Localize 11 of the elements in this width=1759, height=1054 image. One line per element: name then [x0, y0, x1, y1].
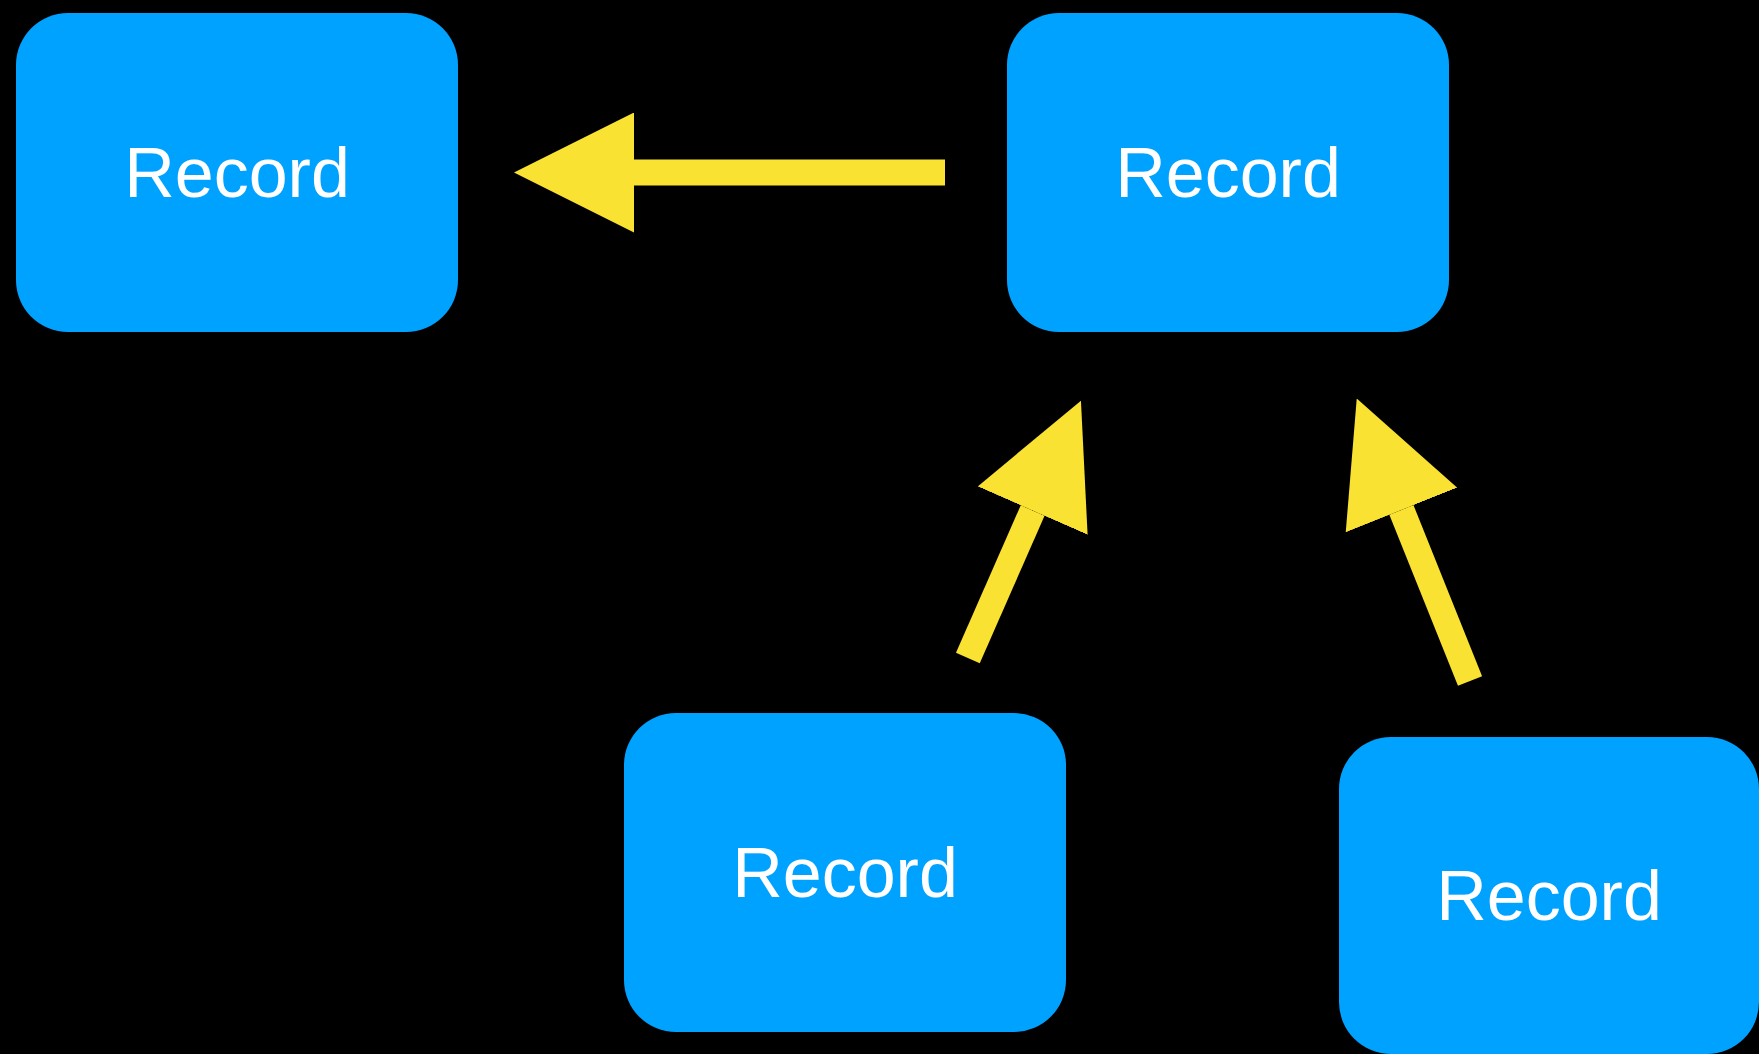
arrow — [1345, 398, 1483, 686]
node-label: Record — [1436, 860, 1662, 931]
record-box — [1339, 737, 1759, 1054]
node-label: Record — [732, 837, 958, 908]
arrow — [955, 400, 1088, 664]
record-box — [16, 13, 458, 332]
arrow — [514, 112, 945, 233]
record-box — [624, 713, 1066, 1032]
node-label: Record — [1115, 137, 1341, 208]
node-label: Record — [124, 137, 350, 208]
record-box — [1007, 13, 1449, 332]
